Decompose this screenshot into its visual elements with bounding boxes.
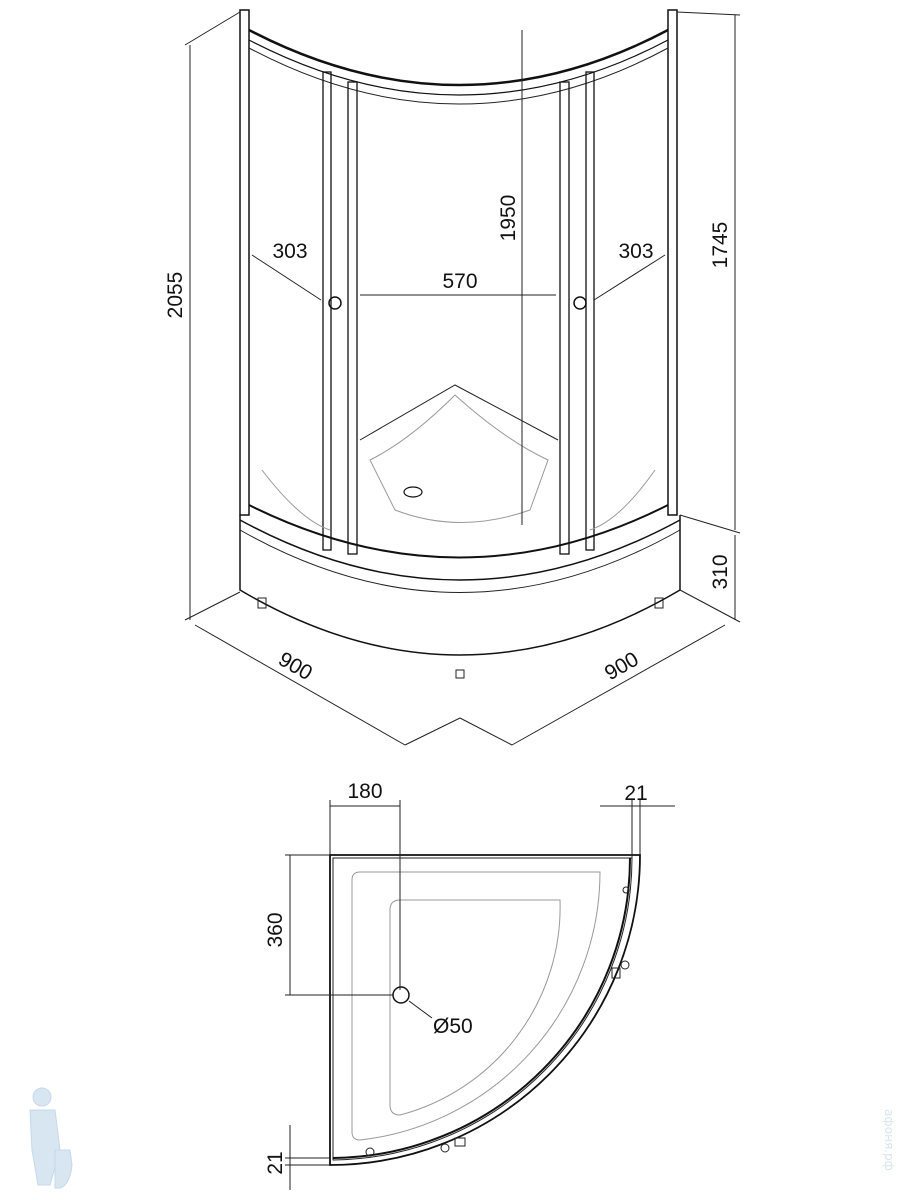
left-door-stile (322, 71, 332, 551)
right-post (667, 9, 678, 516)
top-rail (248, 28, 669, 87)
drain-icon (403, 486, 423, 498)
plumber-mascot-logo (29, 1087, 73, 1189)
plan-dimensions (285, 800, 675, 1190)
cabin-elevation (239, 9, 681, 679)
drain-circle-icon (392, 986, 410, 1004)
dim-frame-bottom: 21 (264, 1151, 287, 1174)
elevation-dimensions (184, 11, 741, 746)
dim-drain-x: 180 (347, 780, 382, 803)
dim-tray-height: 310 (709, 554, 732, 589)
dim-total-height: 2055 (164, 272, 187, 319)
tray-plan (329, 854, 641, 1166)
dim-drain-diameter: Ø50 (433, 1015, 473, 1038)
right-door-stile (559, 81, 570, 555)
dim-door-height: 1950 (497, 195, 520, 242)
dim-depth-left: 900 (274, 648, 316, 685)
left-post (239, 9, 250, 516)
dim-left-door: 303 (272, 240, 307, 263)
tray-base (239, 515, 681, 656)
dim-frame-top: 21 (624, 782, 647, 805)
dim-depth-right: 900 (601, 648, 643, 685)
right-handle-icon (573, 296, 587, 310)
dim-door-opening: 570 (442, 270, 477, 293)
left-handle-icon (328, 296, 342, 310)
dim-panel-height: 1745 (709, 222, 732, 269)
dim-drain-y: 360 (264, 912, 287, 947)
watermark-text: афоня.рф (882, 1109, 896, 1171)
dim-right-door: 303 (618, 240, 653, 263)
